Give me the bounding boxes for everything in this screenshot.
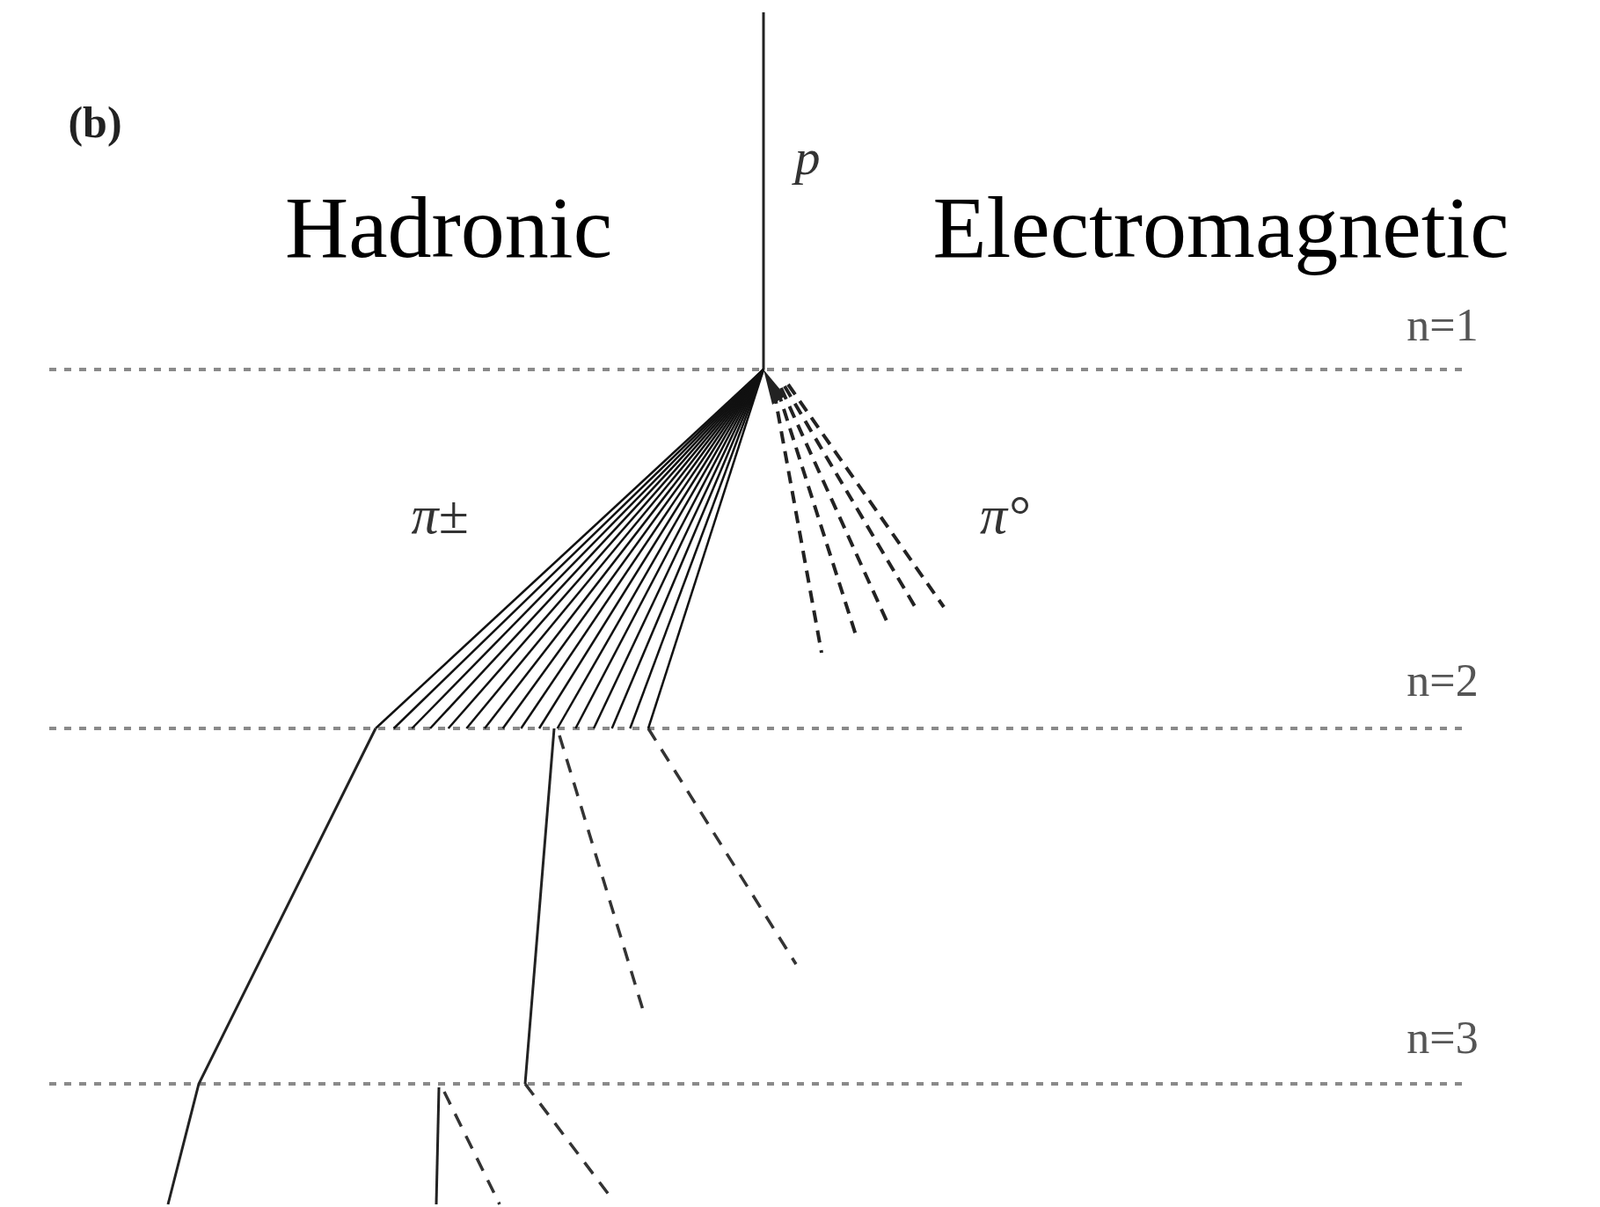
- generation-label: n=3: [1406, 1011, 1478, 1064]
- pion-track: [557, 369, 764, 729]
- panel-label: (b): [67, 96, 122, 148]
- particle-label: π°: [979, 483, 1030, 547]
- pion-track: [394, 369, 764, 729]
- generation-label: n=1: [1406, 299, 1478, 351]
- pion-track: [466, 369, 764, 729]
- pion-track: [411, 369, 764, 729]
- component-label: Electromagnetic: [932, 176, 1509, 278]
- charged-pion-fan: [375, 369, 764, 729]
- pion-track: [612, 369, 764, 729]
- neutral-pion-apex: [763, 369, 786, 405]
- component-label: Hadronic: [284, 176, 613, 278]
- generation-lines: [49, 369, 1469, 1084]
- pion-track: [375, 369, 764, 729]
- pion-track: [448, 369, 764, 729]
- pion-track: [520, 369, 764, 729]
- secondary-hadron-tracks: [168, 728, 555, 1205]
- particle-label: π±: [410, 483, 468, 547]
- generation-label: n=2: [1406, 654, 1478, 707]
- primary-proton-track: [762, 12, 766, 370]
- secondary-em-tracks: [444, 728, 797, 1205]
- pion-track: [484, 369, 764, 729]
- neutral-pion-fan: [774, 384, 944, 653]
- pion-track: [539, 369, 764, 729]
- pion-track: [503, 369, 764, 729]
- pion-track: [430, 369, 764, 729]
- particle-label: p: [795, 127, 821, 187]
- pion-track: [629, 369, 764, 729]
- pion-track: [593, 369, 764, 729]
- pion-track: [648, 369, 764, 729]
- pion-track: [575, 369, 764, 729]
